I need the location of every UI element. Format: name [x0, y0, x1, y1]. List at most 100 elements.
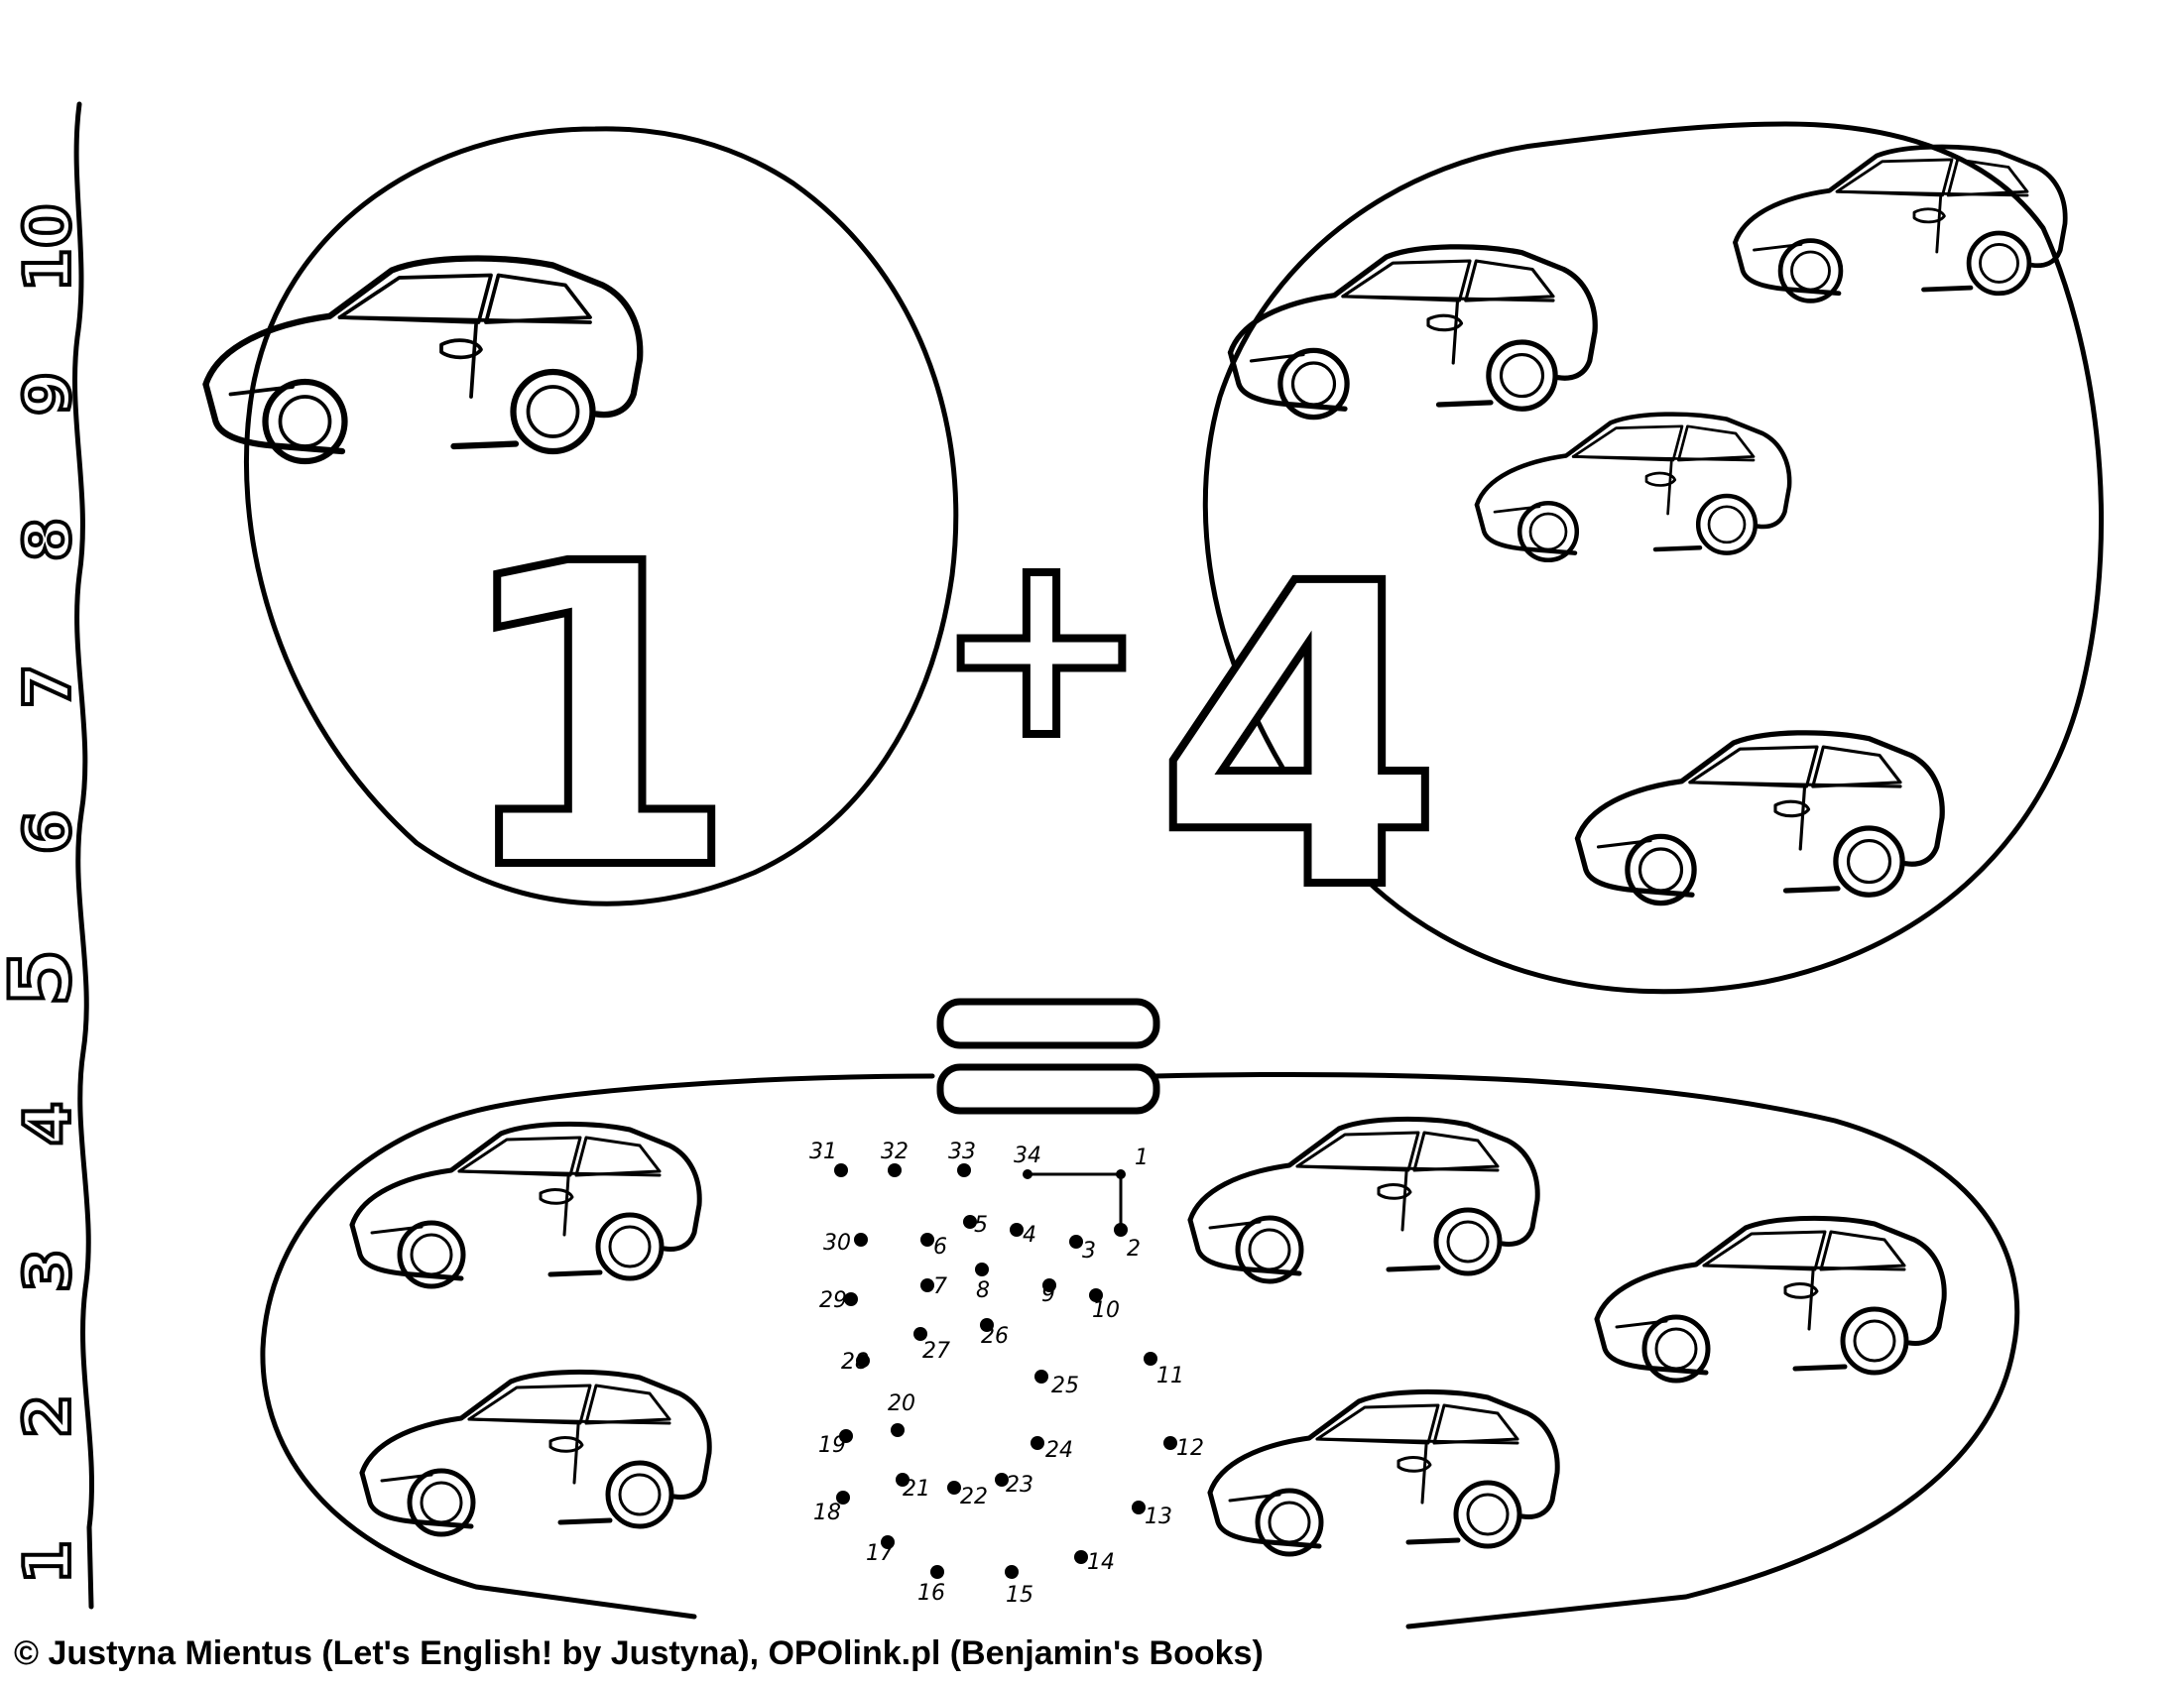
dot-label-4: 4 [1023, 1223, 1036, 1248]
second-addend-circle [1202, 121, 2105, 995]
dot-9 [1042, 1278, 1056, 1292]
dot-13 [1132, 1501, 1146, 1514]
dot-label-6: 6 [933, 1235, 947, 1260]
first-number: 1 [450, 477, 740, 962]
scale-number-2: 2 [12, 1394, 85, 1439]
dot-label-17: 17 [866, 1541, 894, 1566]
car-icon [206, 259, 641, 461]
dot-label-11: 11 [1156, 1364, 1184, 1388]
dot-label-3: 3 [1082, 1239, 1096, 1264]
dot-label-22: 22 [960, 1485, 988, 1509]
scale-number-5: 5 [0, 949, 89, 1007]
dot-label-10: 10 [1092, 1298, 1120, 1323]
dot-4 [1010, 1223, 1024, 1237]
number-scale: 1 2 3 4 5 6 7 8 9 10 [0, 101, 94, 1610]
dot-label-28: 28 [841, 1350, 869, 1375]
scale-number-8: 8 [12, 518, 85, 562]
first-addend-group: 1 [206, 126, 959, 966]
dot-label-18: 18 [813, 1501, 841, 1525]
dot-label-2: 2 [1127, 1237, 1141, 1262]
dot-label-12: 12 [1176, 1436, 1204, 1461]
dot-11 [1144, 1352, 1157, 1366]
dot-25 [1034, 1370, 1048, 1384]
equals-sign [936, 998, 1160, 1115]
dot-20 [891, 1423, 905, 1437]
car-icon [1597, 1218, 1944, 1381]
dot-label-29: 29 [819, 1288, 847, 1313]
dot-label-15: 15 [1006, 1583, 1033, 1608]
car-icon [362, 1372, 709, 1534]
dot-label-13: 13 [1145, 1505, 1172, 1529]
dot-label-31: 31 [809, 1140, 837, 1164]
scale-number-4: 4 [12, 1102, 85, 1146]
dot-label-5: 5 [974, 1213, 988, 1238]
scale-number-6: 6 [12, 810, 85, 855]
dot-label-33: 33 [948, 1140, 976, 1164]
dot-29 [844, 1292, 858, 1306]
dot-30 [854, 1233, 868, 1247]
dot-label-1: 1 [1135, 1145, 1149, 1170]
scale-number-7: 7 [12, 664, 85, 709]
dot-28 [856, 1354, 870, 1368]
first-addend-circle [243, 126, 959, 906]
dot-22 [947, 1481, 961, 1495]
car-icon [1190, 1119, 1537, 1281]
dot-8 [975, 1263, 989, 1276]
second-addend-group: 4 [1151, 121, 2105, 995]
copyright-footer: © Justyna Mientus (Let's English! by Jus… [14, 1634, 1264, 1672]
second-number: 4 [1154, 497, 1444, 982]
dot-31 [834, 1163, 848, 1177]
dot-label-25: 25 [1051, 1374, 1079, 1398]
dot-26 [980, 1318, 994, 1332]
car-icon [1231, 247, 1596, 418]
dot-label-19: 19 [818, 1433, 846, 1458]
dot-14 [1074, 1550, 1088, 1564]
car-icon [1736, 147, 2066, 301]
dot-23 [995, 1473, 1009, 1487]
scale-labels: 1 2 3 4 5 6 7 8 9 10 [0, 201, 91, 1586]
dot-18 [836, 1491, 850, 1505]
dot-label-14: 14 [1087, 1550, 1115, 1575]
dot-6 [920, 1233, 934, 1247]
scale-number-3: 3 [12, 1249, 85, 1293]
scale-number-10: 10 [12, 203, 85, 292]
sum-oval [260, 1071, 2020, 1629]
car-icon [352, 1124, 699, 1286]
dot-label-16: 16 [917, 1581, 945, 1606]
plus-sign: + [933, 496, 1150, 795]
dot-12 [1163, 1436, 1177, 1450]
dot-label-32: 32 [881, 1140, 909, 1164]
dot-33 [957, 1163, 971, 1177]
dot-label-27: 27 [922, 1339, 950, 1364]
dot-label-26: 26 [981, 1324, 1009, 1349]
dot-10 [1089, 1288, 1103, 1302]
dot-connector-line [1026, 1172, 1123, 1232]
dot-27 [913, 1327, 927, 1341]
dot-5 [963, 1215, 977, 1229]
car-icon [1477, 415, 1789, 560]
scale-line [71, 101, 94, 1610]
dot-7 [920, 1278, 934, 1292]
dot-label-21: 21 [903, 1477, 930, 1502]
dot-3 [1069, 1235, 1083, 1249]
dot-label-34: 34 [1014, 1144, 1041, 1168]
dot-21 [896, 1473, 910, 1487]
scale-number-1: 1 [12, 1540, 85, 1585]
car-icon [1210, 1391, 1557, 1554]
dot-label-9: 9 [1041, 1282, 1055, 1307]
dot-17 [881, 1535, 895, 1549]
dot-label-7: 7 [933, 1274, 947, 1299]
dot-24 [1031, 1436, 1044, 1450]
dot-label-20: 20 [888, 1391, 915, 1416]
dot-16 [930, 1565, 944, 1579]
dot-19 [839, 1429, 853, 1443]
dot-32 [888, 1163, 902, 1177]
car-icon [1578, 733, 1943, 904]
dot-15 [1005, 1565, 1019, 1579]
scale-number-9: 9 [12, 372, 85, 417]
dot-label-23: 23 [1006, 1473, 1033, 1498]
dot-label-8: 8 [976, 1278, 990, 1303]
